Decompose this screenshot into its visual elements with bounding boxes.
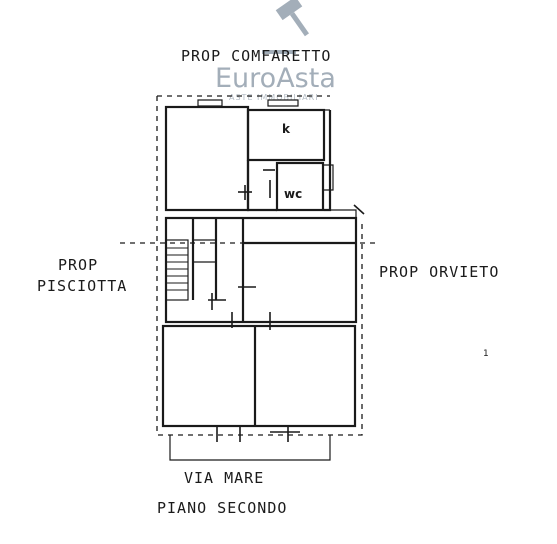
wall-stair	[165, 239, 189, 301]
door-ticks	[208, 169, 365, 442]
watermark-brand: EuroAsta	[215, 63, 336, 94]
property-boundary	[156, 96, 363, 436]
label-kitchen: k	[282, 122, 291, 136]
stair-treads	[166, 247, 188, 291]
label-bathroom: wc	[284, 187, 302, 201]
wall-upper-left-room	[164, 105, 250, 212]
wall-middle-block	[164, 216, 358, 324]
wall-landing	[193, 209, 357, 263]
euroasta-watermark: EuroAsta ASTE IMMOBILIARI	[215, 0, 336, 102]
label-west-neighbor-1: PROP	[58, 256, 98, 274]
label-street: VIA MARE	[184, 469, 264, 487]
wall-middle-partitions	[191, 218, 356, 322]
stray-mark: 1	[483, 349, 489, 359]
window-top-left	[197, 99, 223, 107]
window-top-right	[267, 99, 299, 107]
gavel-icon	[275, 0, 309, 37]
wall-upper-right	[324, 109, 334, 191]
wall-lower-block	[161, 324, 357, 428]
label-floor: PIANO SECONDO	[157, 499, 287, 517]
balcony	[169, 435, 331, 461]
wall-bathroom	[275, 161, 325, 212]
gavel-base	[262, 50, 296, 54]
label-east-neighbor: PROP ORVIETO	[379, 263, 499, 281]
label-west-neighbor-2: PISCIOTTA	[37, 277, 127, 295]
watermark-tagline: ASTE IMMOBILIARI	[229, 93, 319, 102]
wall-kitchen	[246, 108, 326, 162]
label-north-neighbor: PROP COMFARETTO	[181, 47, 331, 65]
